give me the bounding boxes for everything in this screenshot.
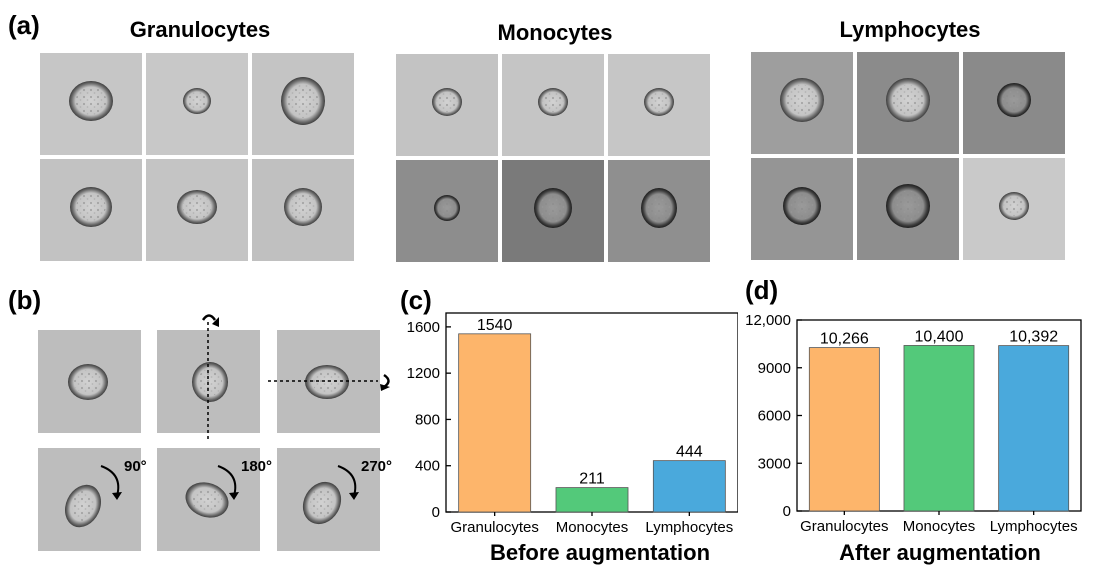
aug-rot90-tile xyxy=(38,448,141,551)
x-tick-label: Granulocytes xyxy=(800,518,888,535)
horizontal-flip-arrow-icon xyxy=(383,373,390,389)
y-tick-label: 6000 xyxy=(758,408,791,425)
bar-lymphocytes xyxy=(652,460,726,513)
cell-image-tile xyxy=(502,160,604,262)
y-tick-label: 1600 xyxy=(407,319,440,336)
bar-monocytes xyxy=(555,487,629,513)
bar-granulocytes xyxy=(808,347,880,512)
cell-image-tile xyxy=(857,158,959,260)
y-tick-label: 0 xyxy=(432,504,440,521)
cell-image-tile xyxy=(396,54,498,156)
rotate-270-arrow-icon xyxy=(337,465,357,497)
cell-image-tile xyxy=(963,52,1065,154)
bar-value-label: 10,400 xyxy=(915,328,964,345)
panel-label-d: (d) xyxy=(745,275,779,305)
x-tick-label: Lymphocytes xyxy=(645,519,733,536)
panel-label-b: (b) xyxy=(8,285,42,315)
vertical-flip-arrow-icon xyxy=(201,314,217,321)
rot270-label: 270° xyxy=(361,458,393,475)
cell-image-tile xyxy=(146,159,248,261)
cell-image-tile xyxy=(502,54,604,156)
bar-value-label: 10,266 xyxy=(820,331,869,348)
augmentation-annotations xyxy=(100,314,390,500)
cell-image-tile xyxy=(751,158,853,260)
bar-value-label: 10,392 xyxy=(1009,329,1058,346)
bar-value-label: 444 xyxy=(676,444,703,461)
cell-image-tile xyxy=(40,159,142,261)
y-tick-label: 0 xyxy=(783,503,791,520)
y-tick-label: 1200 xyxy=(407,365,440,382)
bar-value-label: 211 xyxy=(579,471,605,488)
cell-image-tile xyxy=(40,53,142,155)
x-tick-label: Lymphocytes xyxy=(990,518,1078,535)
aug-rot180-tile xyxy=(157,448,260,551)
y-tick-label: 400 xyxy=(415,458,440,475)
panel-label-a: (a) xyxy=(8,10,40,40)
cell-image-tile xyxy=(252,53,354,155)
cell-image-tile xyxy=(396,160,498,262)
cell-image-tile xyxy=(751,52,853,154)
cell-image-tile xyxy=(146,53,248,155)
x-tick-label: Monocytes xyxy=(556,519,629,536)
x-tick-label: Granulocytes xyxy=(450,519,538,536)
bar-monocytes xyxy=(903,345,975,512)
aug-original-tile xyxy=(38,330,141,433)
x-tick-label: Monocytes xyxy=(903,518,976,535)
panel-label-c: (c) xyxy=(400,285,432,315)
cell-image-tile xyxy=(608,54,710,156)
rotate-180-arrow-icon xyxy=(217,465,237,497)
y-tick-label: 3000 xyxy=(758,455,791,472)
y-tick-label: 9000 xyxy=(758,360,791,377)
bar-granulocytes xyxy=(458,333,532,513)
rot90-label: 90° xyxy=(124,458,147,475)
y-tick-label: 800 xyxy=(415,411,440,428)
cell-image-tile xyxy=(252,159,354,261)
group-title-monocytes: Monocytes xyxy=(497,20,613,45)
chart-d-caption: After augmentation xyxy=(839,540,1041,565)
group-title-granulocytes: Granulocytes xyxy=(129,17,271,42)
cell-image-tile xyxy=(608,160,710,262)
rot180-label: 180° xyxy=(241,458,273,475)
cell-image-tile xyxy=(963,158,1065,260)
cell-image-tile xyxy=(857,52,959,154)
rotate-90-arrow-icon xyxy=(100,465,120,497)
aug-rot270-tile xyxy=(277,448,380,551)
y-tick-label: 12,000 xyxy=(745,312,791,329)
bar-value-label: 1540 xyxy=(477,317,513,334)
chart-c-caption: Before augmentation xyxy=(489,540,711,565)
bar-lymphocytes xyxy=(998,345,1070,512)
group-title-lymphocytes: Lymphocytes xyxy=(839,17,981,42)
